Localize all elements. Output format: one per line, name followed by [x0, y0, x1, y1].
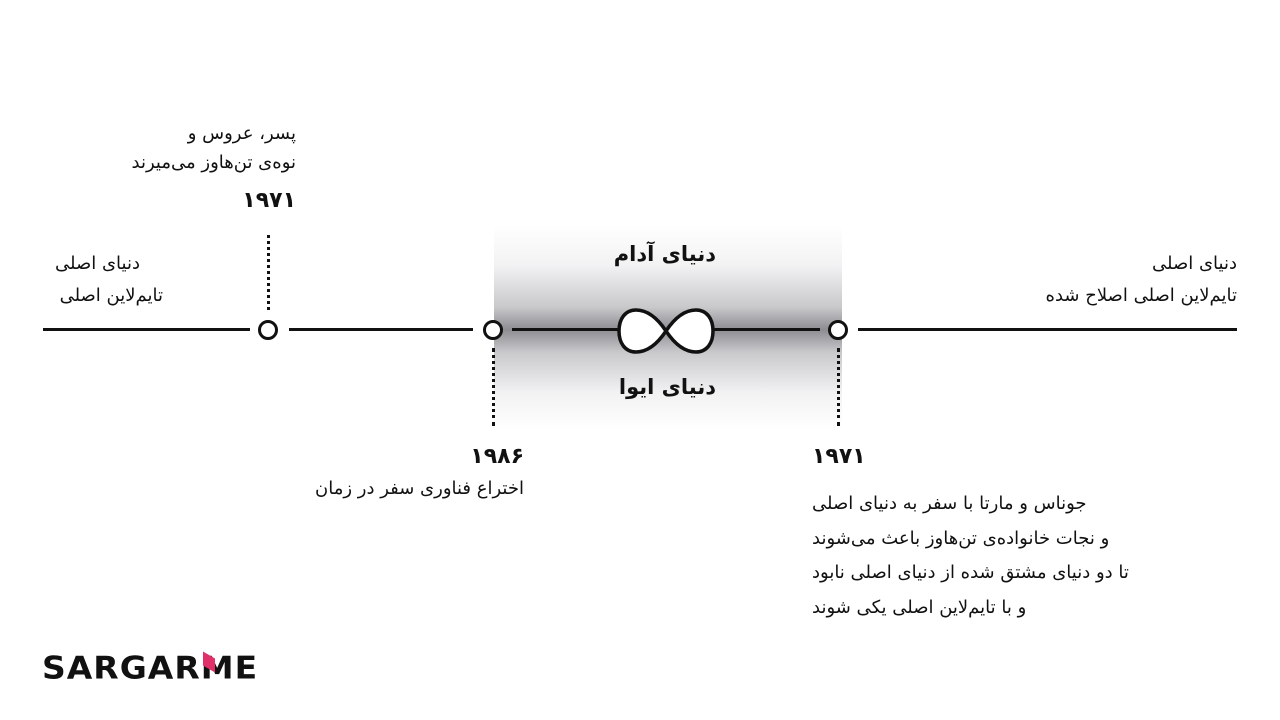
left-world-label: دنیای اصلی — [55, 253, 140, 274]
adam-world-label: دنیای آدام — [613, 242, 716, 266]
event2-text: اختراع فناوری سفر در زمان — [315, 478, 524, 499]
timeline-segment — [43, 328, 250, 331]
timeline-segment — [289, 328, 473, 331]
event1-year: ۱۹۷۱ — [242, 188, 296, 213]
left-timeline-label: تایم‌لاین اصلی — [59, 285, 163, 306]
timeline-node-1971-bottom — [828, 320, 848, 340]
timeline-segment — [858, 328, 1237, 331]
event3-line: تا دو دنیای مشتق شده از دنیای اصلی نابود — [812, 562, 1129, 583]
timeline-segment — [710, 328, 820, 331]
dotted-connector — [837, 348, 840, 426]
sargarme-logo: SARGARME — [42, 652, 258, 683]
right-world-label: دنیای اصلی — [1152, 253, 1237, 274]
infinity-icon — [617, 308, 715, 354]
logo-text: SARGARME — [42, 648, 259, 687]
event1-text-line2: نوه‌ی تن‌هاوز می‌میرند — [131, 152, 296, 173]
eva-world-label: دنیای ایوا — [618, 375, 716, 399]
event3-line: جوناس و مارتا با سفر به دنیای اصلی — [812, 493, 1087, 514]
timeline-node-1971-top — [258, 320, 278, 340]
right-timeline-label: تایم‌لاین اصلی اصلاح شده — [1045, 285, 1237, 306]
event1-text-line1: پسر، عروس و — [187, 123, 296, 144]
event3-description: جوناس و مارتا با سفر به دنیای اصلی و نجا… — [812, 487, 1182, 625]
timeline-segment — [512, 328, 622, 331]
event3-line: و نجات خانواده‌ی تن‌هاوز باعث می‌شوند — [812, 527, 1110, 549]
event3-line: و با تایم‌لاین اصلی یکی شوند — [812, 596, 1027, 618]
event2-year: ۱۹۸۶ — [470, 444, 524, 469]
timeline-node-1986 — [483, 320, 503, 340]
event3-year: ۱۹۷۱ — [812, 444, 866, 469]
dotted-connector — [492, 348, 495, 426]
dotted-connector — [267, 235, 270, 310]
